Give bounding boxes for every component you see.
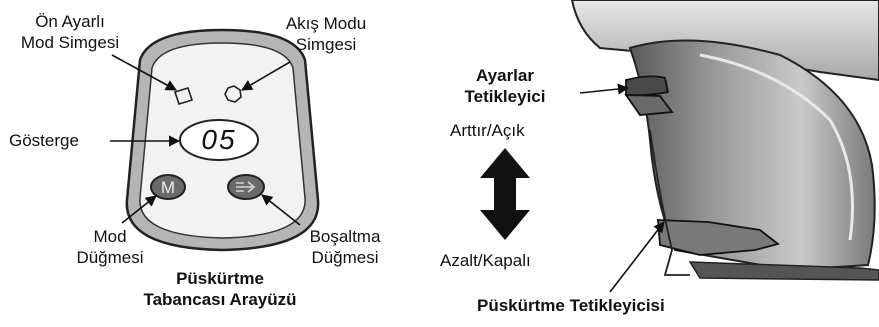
flow-mode-line1: Akış Modu bbox=[285, 14, 367, 33]
settings-trigger-line2: Tetikleyici bbox=[464, 87, 546, 106]
label-mode-button: Mod Düğmesi bbox=[50, 226, 170, 268]
settings-trigger-lever[interactable] bbox=[625, 75, 670, 97]
mode-button-line1: Mod bbox=[93, 227, 127, 246]
gun-handle-highlight bbox=[699, 53, 854, 241]
mode-button-glyph: M bbox=[160, 178, 176, 197]
interface-title: Püskürtme Tabancası Arayüzü bbox=[120, 268, 320, 310]
mode-button-line2: Düğmesi bbox=[76, 248, 144, 267]
leader-lines-left bbox=[110, 54, 301, 226]
preset-mode-line1: Ön Ayarlı bbox=[35, 12, 105, 31]
purge-icon bbox=[236, 181, 256, 193]
display-readout: 05 bbox=[201, 124, 237, 155]
label-settings-trigger: Ayarlar Tetikleyici bbox=[425, 65, 585, 107]
gun-grip-edge bbox=[649, 129, 690, 276]
label-preset-mode-icon: Ön Ayarlı Mod Simgesi bbox=[5, 11, 135, 53]
preset-mode-icon bbox=[173, 87, 194, 105]
mode-button[interactable] bbox=[150, 174, 186, 200]
leader-preset-mode bbox=[111, 54, 177, 91]
gun-handle bbox=[628, 39, 876, 272]
double-arrow-icon bbox=[480, 148, 530, 240]
interface-title-line2: Tabancası Arayüzü bbox=[143, 290, 297, 309]
preset-mode-line2: Mod Simgesi bbox=[20, 33, 120, 52]
leader-mode-button bbox=[121, 195, 157, 224]
leader-purge-button bbox=[261, 194, 301, 226]
settings-trigger-line1: Ayarlar bbox=[476, 66, 534, 85]
label-purge-button: Boşaltma Düğmesi bbox=[290, 226, 400, 268]
flow-mode-line2: Simgesi bbox=[295, 35, 357, 54]
label-display: Gösterge bbox=[9, 131, 79, 150]
leader-settings-trigger bbox=[579, 83, 630, 95]
settings-trigger-lower[interactable] bbox=[624, 94, 674, 116]
purge-button-line2: Düğmesi bbox=[311, 248, 379, 267]
flow-mode-icon bbox=[224, 85, 242, 103]
leader-flow-mode bbox=[241, 61, 291, 91]
spray-gun-illustration bbox=[570, 0, 879, 281]
gun-bottom bbox=[688, 261, 879, 281]
leader-lines-right bbox=[579, 83, 665, 293]
label-flow-mode-icon: Akış Modu Simgesi bbox=[266, 13, 386, 55]
interface-title-line1: Püskürtme bbox=[176, 269, 264, 288]
label-decrease-off: Azalt/Kapalı bbox=[440, 251, 531, 270]
spray-trigger-lever[interactable] bbox=[657, 219, 780, 256]
label-spray-trigger: Püskürtme Tetikleyicisi bbox=[477, 296, 665, 315]
label-increase-on: Arttır/Açık bbox=[450, 121, 525, 140]
purge-button-line1: Boşaltma bbox=[309, 227, 381, 246]
leader-spray-trigger bbox=[609, 221, 665, 293]
